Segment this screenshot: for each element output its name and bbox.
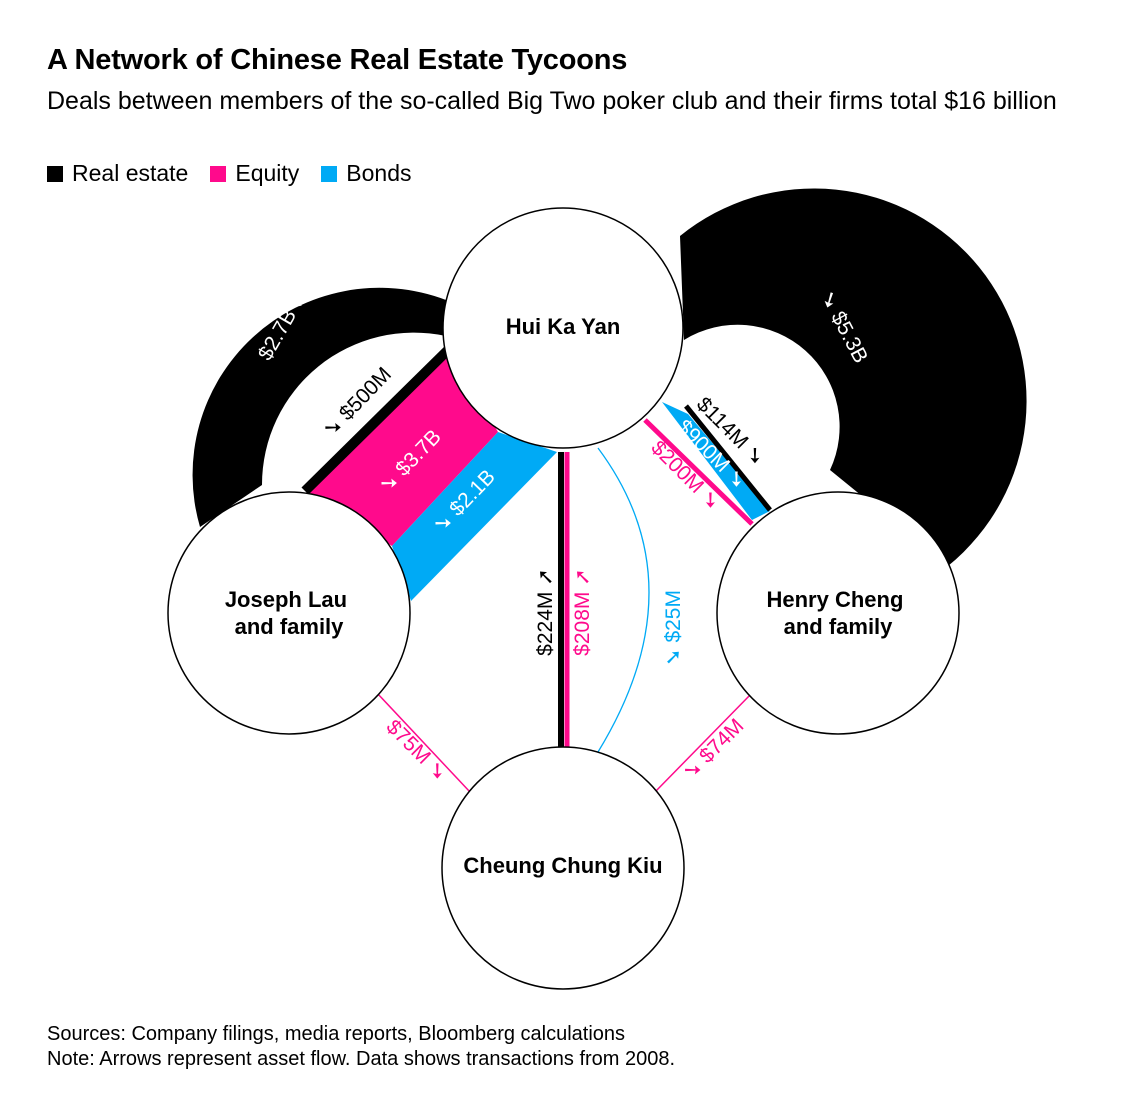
legend-swatch-equity xyxy=(210,165,227,182)
legend-item-bonds: Bonds xyxy=(321,160,412,187)
flow-band-hui-lau-bonds xyxy=(392,432,557,601)
node-joseph-lau xyxy=(167,491,411,735)
flow-label-cheng-cheung-equity: ➘ $74M xyxy=(678,714,748,784)
legend-item-equity: Equity xyxy=(210,160,299,187)
flow-line-lau-cheung-equity xyxy=(376,692,471,793)
node-label-cheung-line-1: Cheung Chung Kiu xyxy=(463,853,662,878)
node-henry-cheng xyxy=(716,491,960,735)
legend-swatch-real-estate xyxy=(47,165,63,182)
flow-line-cheng-cheung-equity xyxy=(654,692,753,793)
chart-subtitle: Deals between members of the so-called B… xyxy=(47,87,1057,115)
flow-band-cheng-hui-real-estate xyxy=(684,404,772,512)
legend-label-real-estate: Real estate xyxy=(72,160,189,186)
chart-title: A Network of Chinese Real Estate Tycoons xyxy=(47,44,628,76)
node-cheung-chung-kiu xyxy=(441,746,685,990)
node-label-lau-line-1: Joseph Lau xyxy=(225,587,347,612)
node-label-cheng-line-1: Henry Cheng xyxy=(766,587,903,612)
node-label-cheng: Henry Cheng and family xyxy=(766,587,909,639)
legend-swatch-bonds xyxy=(321,165,338,182)
flow-label-cheung-hui-equity: $208M ➚ xyxy=(571,568,594,656)
flow-band-hui-lau-real-estate xyxy=(301,344,454,495)
flow-line-hui-cheung-bonds xyxy=(597,447,650,753)
footer: Sources: Company filings, media reports,… xyxy=(47,1022,675,1072)
sources-note: Sources: Company filings, media reports,… xyxy=(47,1023,626,1045)
flow-label-lau-cheung-equity: $75M ➘ xyxy=(382,715,452,785)
node-label-lau-line-2: and family xyxy=(235,614,345,639)
node-label-hui: Hui Ka Yan xyxy=(506,314,621,339)
flow-label-hui-cheung-bonds: ➘ $25M xyxy=(662,590,685,666)
flow-band-hui-cheng-real-estate xyxy=(680,188,1027,567)
method-note: Note: Arrows represent asset flow. Data … xyxy=(47,1048,676,1070)
flow-label-cheung-hui-real-estate: $224M ➚ xyxy=(534,568,557,656)
flow-band-cheng-hui-equity xyxy=(643,418,754,526)
node-label-cheng-line-2: and family xyxy=(784,614,894,639)
legend-label-bonds: Bonds xyxy=(346,160,412,186)
node-label-lau: Joseph Lau and family xyxy=(225,587,353,639)
legend-label-equity: Equity xyxy=(235,160,300,186)
flow-band-lau-hui-real-estate xyxy=(192,287,446,527)
flow-band-cheng-hui-bonds xyxy=(662,402,770,520)
node-label-hui-line-1: Hui Ka Yan xyxy=(506,314,621,339)
legend: Real estate Equity Bonds xyxy=(47,160,412,187)
node-label-cheung: Cheung Chung Kiu xyxy=(463,853,662,878)
flow-band-hui-lau-equity xyxy=(307,348,498,546)
node-hui-ka-yan xyxy=(442,207,684,449)
legend-item-real-estate: Real estate xyxy=(47,160,188,187)
